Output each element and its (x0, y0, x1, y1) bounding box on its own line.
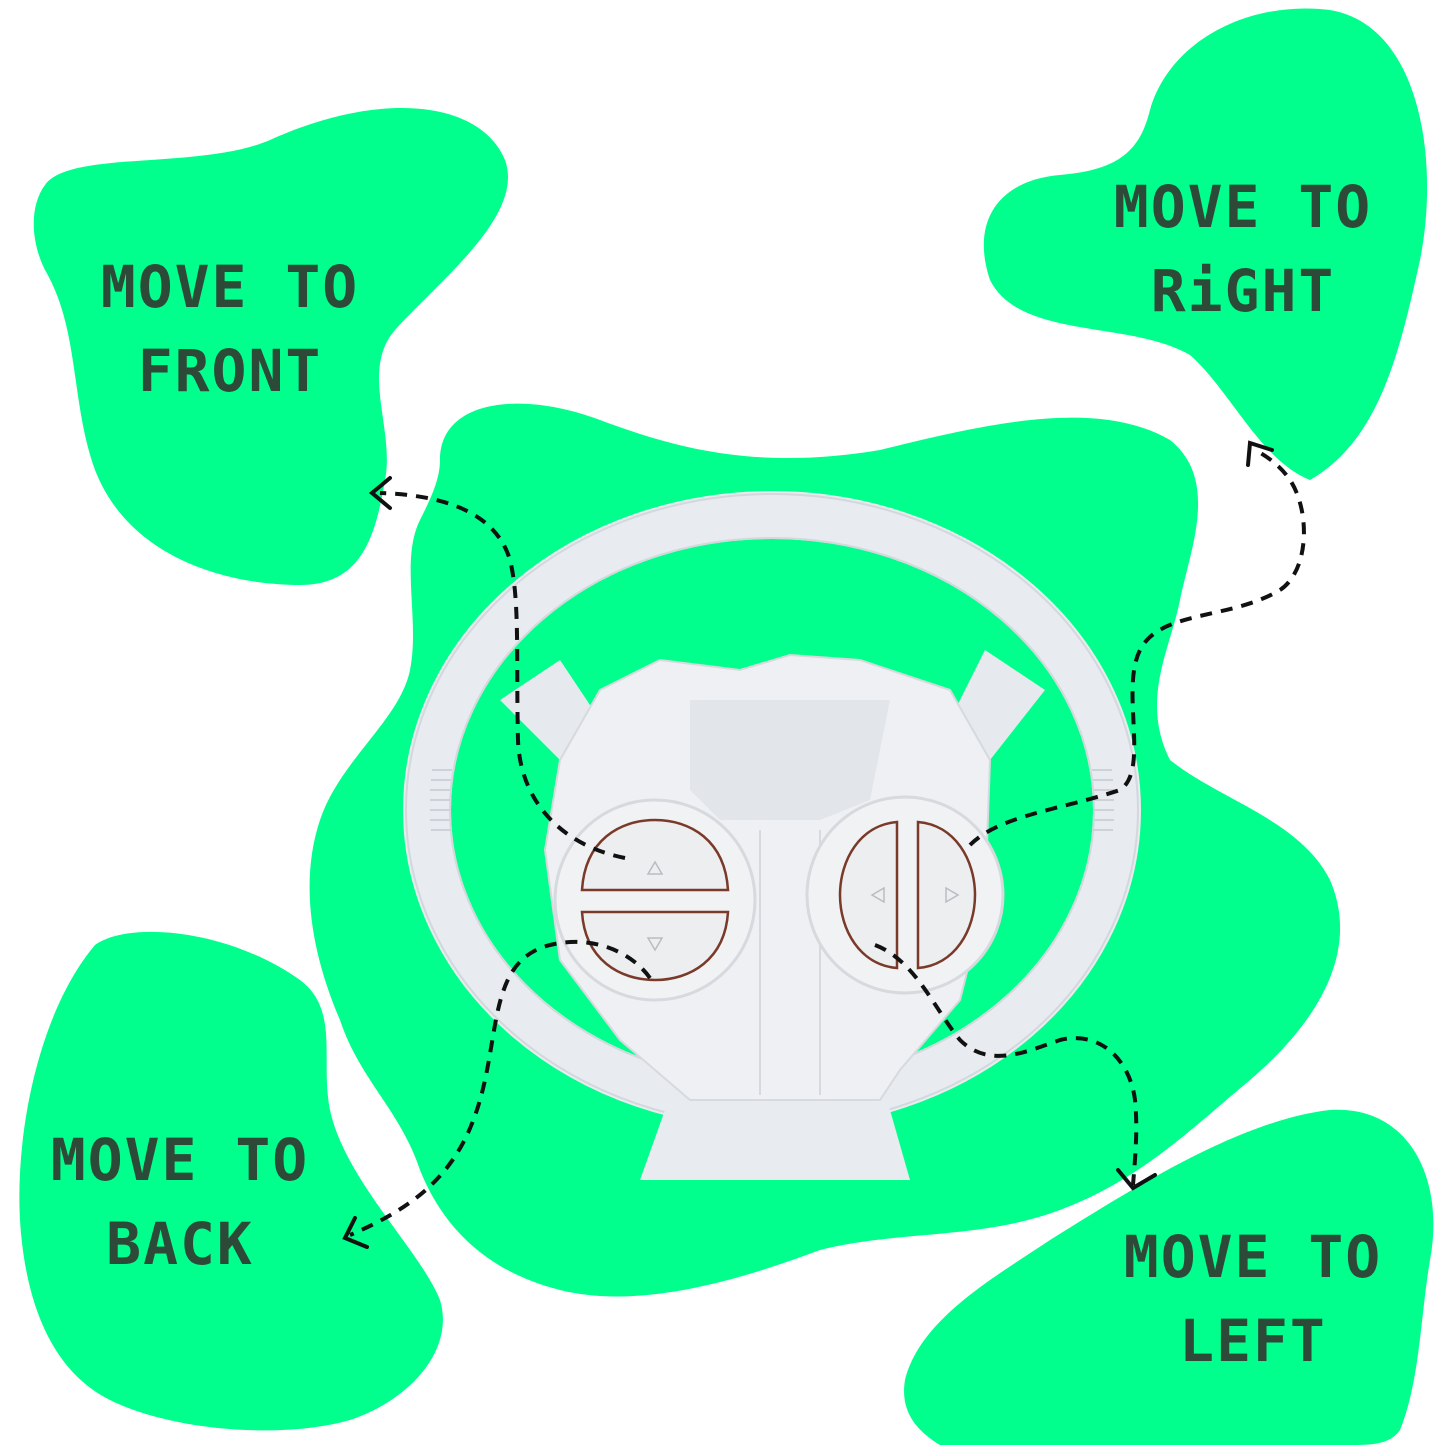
label-line-2: RiGHT (1150, 257, 1336, 325)
arrow-right (968, 448, 1306, 847)
blob-front (33, 107, 508, 586)
label-line-1: MOVE TO (50, 1126, 310, 1194)
front-back-button[interactable] (553, 798, 757, 1002)
triangle-up-icon (646, 860, 664, 875)
arrowhead-left-icon (1116, 1168, 1157, 1191)
triangle-down-icon (646, 937, 664, 952)
arrow-front (379, 491, 626, 860)
arrow-back (349, 939, 652, 1237)
arrowhead-right-icon (1246, 440, 1274, 467)
arrowhead-front-icon (368, 476, 392, 510)
triangle-left-icon (870, 886, 885, 904)
blob-right (983, 8, 1428, 480)
label-line-2: LEFT (1179, 1307, 1327, 1375)
label-move-right: MOVE TO RiGHT (1108, 165, 1378, 333)
left-grip-icon (430, 769, 452, 831)
blob-back (19, 931, 443, 1431)
blob-left (904, 1109, 1434, 1445)
label-line-1: MOVE TO (1123, 1223, 1383, 1291)
arrow-left (874, 943, 1139, 1186)
label-move-back: MOVE TO BACK (45, 1118, 315, 1286)
label-move-front: MOVE TO FRONT (95, 245, 365, 413)
left-right-button[interactable] (805, 795, 1005, 995)
label-line-2: BACK (106, 1210, 254, 1278)
triangle-right-icon (945, 886, 960, 904)
right-grip-icon (1092, 769, 1114, 831)
label-line-2: FRONT (137, 337, 323, 405)
label-line-1: MOVE TO (1113, 173, 1373, 241)
arrowhead-back-icon (342, 1216, 369, 1249)
label-move-left: MOVE TO LEFT (1118, 1215, 1388, 1383)
label-line-1: MOVE TO (100, 253, 360, 321)
